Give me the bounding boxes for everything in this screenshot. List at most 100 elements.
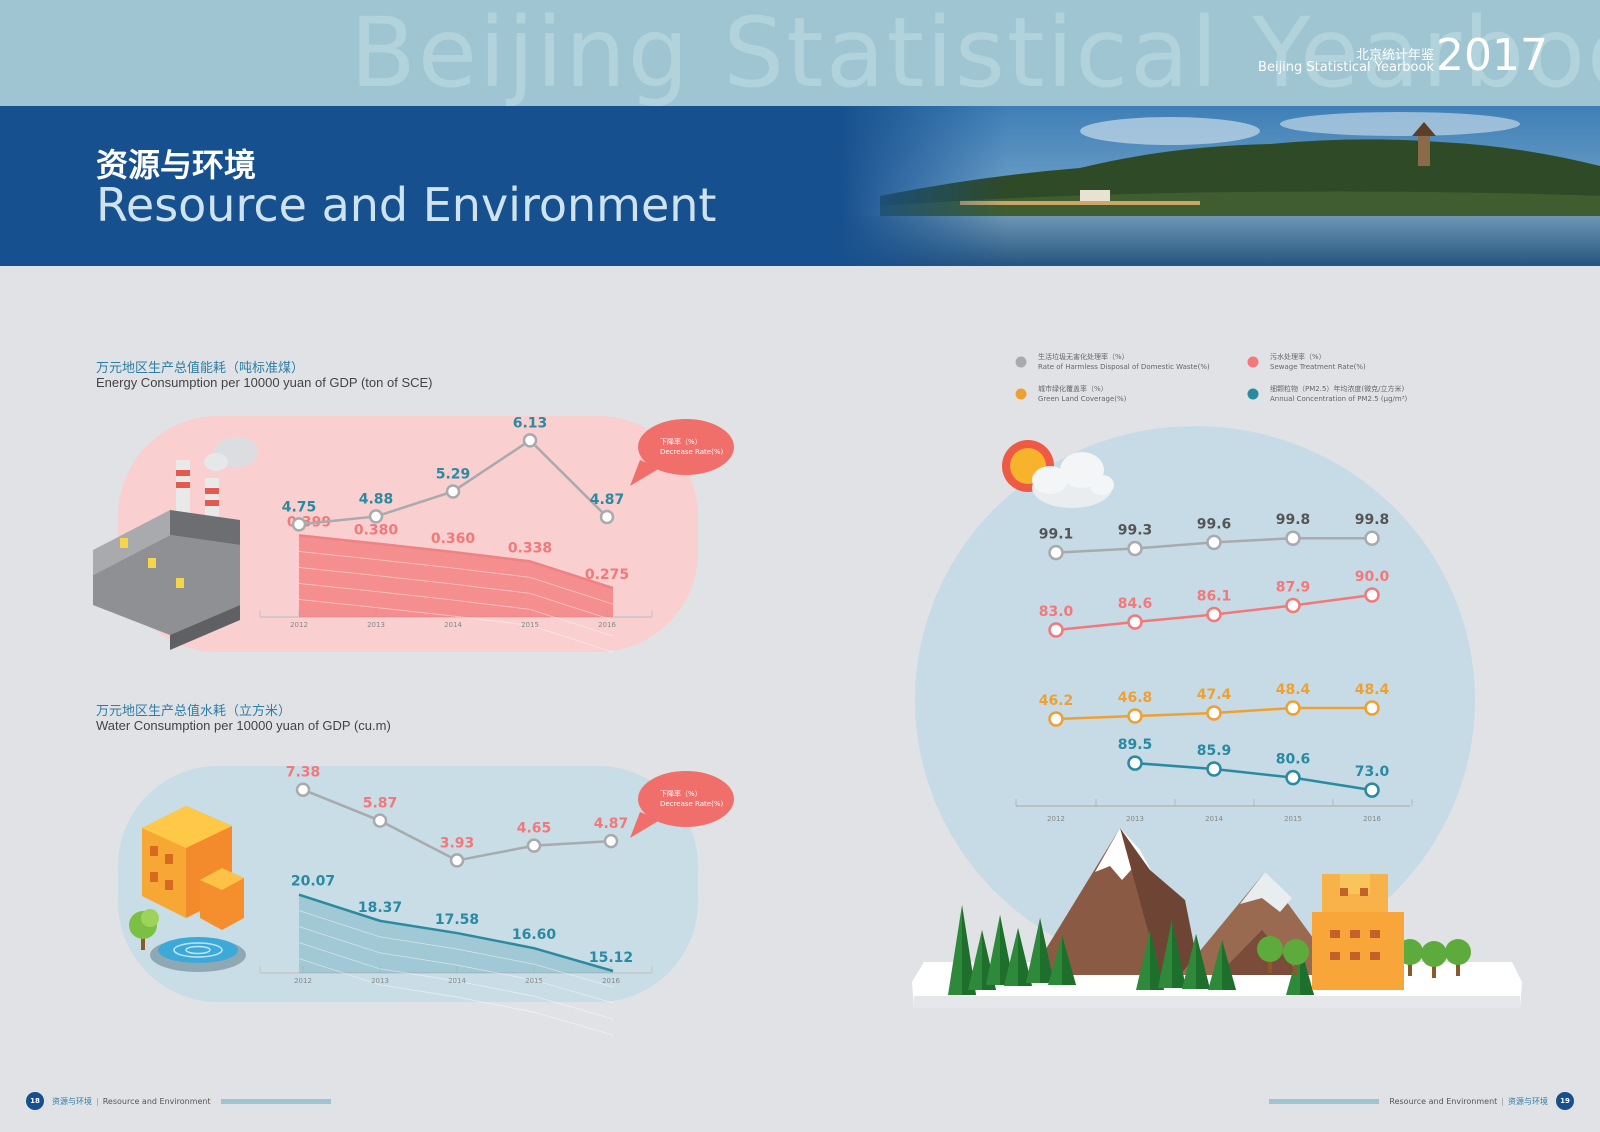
pine-tree-shade: [1062, 935, 1076, 985]
env-data-label: 83.0: [1039, 604, 1074, 620]
decrease-rate-label: 4.75: [282, 499, 317, 515]
env-series-point: [1127, 614, 1143, 630]
section-title-en: Resource and Environment: [96, 178, 717, 232]
area-data-label: 0.275: [585, 567, 629, 583]
year-tick-label: 2012: [294, 977, 312, 985]
area-stripe: [298, 567, 614, 621]
env-series-point: [1127, 755, 1143, 771]
legend-label-en: Green Land Coverage(%): [1038, 395, 1127, 403]
env-year-label: 2015: [1284, 815, 1302, 823]
area-data-label: 18.37: [358, 900, 402, 916]
env-data-label: 99.6: [1197, 516, 1232, 532]
area-data-label: 0.360: [431, 531, 476, 547]
env-series-point: [1206, 761, 1222, 777]
area-data-label: 0.338: [508, 540, 552, 556]
decrease-rate-point: [445, 484, 461, 499]
decrease-rate-label: 3.93: [440, 835, 475, 851]
legend-swatch: [1015, 388, 1027, 400]
area-top-line: [298, 893, 614, 973]
pine-tree-shade: [1040, 918, 1054, 983]
energy-bubble-cn: 下降率（%）: [660, 437, 702, 446]
env-series-point: [1285, 530, 1301, 546]
decrease-rate-point: [372, 813, 388, 828]
legend-swatch: [1247, 388, 1259, 400]
decrease-rate-label: 4.87: [590, 492, 625, 508]
section-title-cn: 资源与环境: [96, 146, 257, 184]
round-tree: [1421, 941, 1447, 967]
decrease-rate-label: 5.87: [363, 796, 398, 812]
env-series-point: [1364, 530, 1380, 546]
energy-title-cn: 万元地区生产总值能耗（吨标准煤）: [96, 361, 305, 376]
env-data-label: 84.6: [1118, 596, 1153, 612]
year-tick-label: 2015: [521, 621, 539, 629]
area-fill: [299, 535, 613, 617]
tree-group: [948, 905, 1471, 995]
yearbook-year: 2017: [1436, 30, 1548, 81]
environment-legend: 生活垃圾无害化处理率（%）Rate of Harmless Disposal o…: [1015, 352, 1408, 403]
page-number-right: 19: [1556, 1092, 1574, 1110]
section-banner: 资源与环境 Resource and Environment: [0, 106, 1600, 266]
pine-tree-shade: [1196, 934, 1210, 989]
env-data-label: 89.5: [1118, 737, 1153, 753]
footer-left-cn: 资源与环境: [52, 1096, 92, 1106]
area-top-line: [298, 534, 614, 590]
decrease-rate-label: 5.29: [436, 466, 471, 482]
pine-tree-shade: [1172, 920, 1186, 988]
decrease-rate-point: [291, 517, 307, 532]
round-tree-trunk: [1432, 960, 1436, 978]
env-series-point: [1048, 544, 1064, 561]
year-tick-label: 2014: [444, 621, 462, 629]
env-series-point: [1048, 622, 1064, 638]
decrease-rate-label: 7.38: [286, 765, 321, 781]
env-data-label: 48.4: [1276, 682, 1311, 698]
decrease-rate-label: 4.65: [517, 821, 552, 837]
factory-illustration: [93, 437, 258, 650]
year-tick-label: 2016: [602, 977, 620, 985]
year-tick-label: 2015: [525, 977, 543, 985]
year-tick-label: 2012: [290, 621, 308, 629]
decrease-rate-point: [449, 853, 465, 868]
water-title-cn: 万元地区生产总值水耗（立方米）: [96, 704, 292, 719]
village-buildings: [1312, 874, 1404, 990]
water-decrease-bubble: 下降率（%） Decrease Rate(%): [630, 771, 734, 838]
env-series-point: [1285, 769, 1301, 786]
area-stripe: [298, 910, 614, 988]
env-year-label: 2012: [1047, 815, 1065, 823]
area-stripe: [298, 551, 614, 605]
water-chart: 20.0718.3717.5816.6015.127.385.873.934.6…: [259, 765, 653, 1036]
year-tick-label: 2013: [371, 977, 389, 985]
env-series-point: [1206, 534, 1222, 551]
yearbook-title-en: Beijing Statistical Yearbook: [1258, 60, 1434, 75]
area-data-label: 16.60: [512, 927, 557, 943]
env-data-label: 87.9: [1276, 580, 1311, 596]
energy-bubble-en: Decrease Rate(%): [660, 448, 723, 456]
area-data-label: 20.07: [291, 874, 335, 890]
env-series-point: [1285, 700, 1301, 716]
legend-label-en: Annual Concentration of PM2.5 (μg/m³): [1270, 395, 1408, 403]
env-data-label: 90.0: [1355, 569, 1390, 585]
decrease-rate-point: [599, 509, 615, 525]
decrease-rate-point: [603, 833, 619, 849]
round-tree-trunk: [1408, 958, 1412, 976]
env-series-point: [1206, 705, 1222, 721]
environment-circle: [915, 426, 1475, 974]
round-tree: [1283, 939, 1309, 965]
env-data-label: 73.0: [1355, 764, 1390, 780]
round-tree: [1257, 936, 1283, 962]
year-tick-label: 2014: [448, 977, 466, 985]
env-series-line: [1134, 761, 1373, 792]
water-title-en: Water Consumption per 10000 yuan of GDP …: [96, 718, 391, 733]
energy-title-en: Energy Consumption per 10000 yuan of GDP…: [96, 375, 433, 390]
env-year-label: 2014: [1205, 815, 1223, 823]
env-series-point: [1048, 711, 1064, 727]
env-series-point: [1206, 606, 1222, 623]
area-data-label: 0.380: [354, 523, 399, 539]
area-stripe: [298, 958, 614, 1036]
top-band: Beijing Statistical Yearbook 北京统计年鉴 Beij…: [0, 0, 1600, 106]
env-data-label: 85.9: [1197, 743, 1232, 759]
footer-right: Resource and Environment | 资源与环境 19: [1269, 1092, 1574, 1110]
building-illustration: [129, 806, 246, 972]
env-year-label: 2013: [1126, 815, 1144, 823]
footer-right-cn: 资源与环境: [1508, 1096, 1548, 1106]
